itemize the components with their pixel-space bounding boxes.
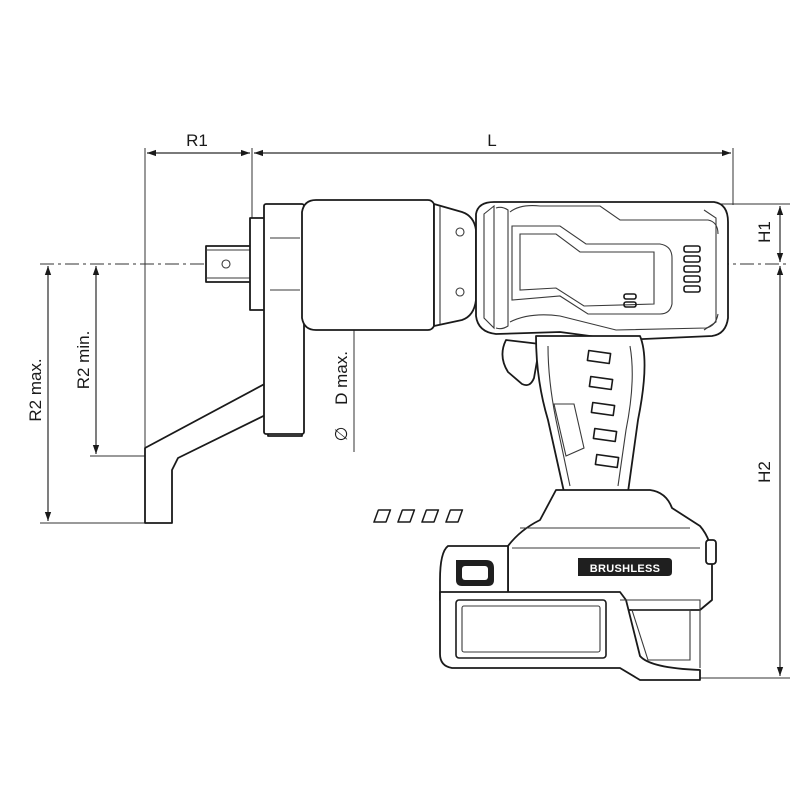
front-ring-inner (495, 206, 509, 330)
motor-body-outline (475, 201, 729, 341)
h1-label: H1 (755, 221, 774, 243)
diameter-symbol: ∅ (332, 427, 351, 442)
brushless-badge: BRUSHLESS (578, 558, 672, 576)
led-indicator (683, 265, 701, 273)
handle (535, 335, 646, 493)
l-label: L (487, 131, 496, 150)
led-indicator (683, 275, 701, 283)
motor-rear (703, 209, 717, 331)
grip-rib (594, 453, 620, 469)
led-indicator (683, 255, 701, 263)
handle-front-contour (547, 345, 571, 487)
grip-rib (586, 349, 612, 365)
battery-label-window (455, 599, 607, 659)
motor-housing (475, 201, 729, 341)
r2-max-label: R2 max. (26, 358, 45, 421)
h2-label: H2 (755, 461, 774, 483)
r1-label: R1 (186, 131, 208, 150)
d-max-label: D max. (332, 351, 351, 405)
grip-rib (588, 375, 614, 391)
battery-mount: BRUSHLESS (373, 489, 717, 611)
battery-label-window-inner (461, 605, 601, 653)
led-indicator-panel (623, 245, 701, 308)
gearbox-body (301, 199, 435, 331)
retaining-pin (221, 259, 231, 269)
grip-rib (592, 427, 618, 443)
handle-rear-contour (617, 345, 633, 487)
vent-slot (445, 509, 464, 523)
vent-slot (397, 509, 416, 523)
battery-pack (439, 545, 701, 681)
square-drive (205, 245, 255, 283)
brushless-badge-background (578, 558, 672, 576)
motor-side-panel (511, 225, 673, 315)
front-ring (483, 204, 495, 330)
gearbox-screw (455, 287, 465, 297)
brushless-label: BRUSHLESS (590, 563, 661, 575)
gearbox-housing (301, 199, 477, 331)
led-indicator (683, 245, 701, 253)
r2-min-label: R2 min. (74, 331, 93, 390)
handle-outline (535, 335, 646, 493)
motor-side-panel-inner (519, 233, 655, 307)
vent-slot (373, 509, 392, 523)
grip-rib (590, 401, 616, 417)
trigger (501, 339, 541, 387)
vent-slot (421, 509, 440, 523)
motor-top-contour (509, 205, 719, 235)
gearbox-screw (455, 227, 465, 237)
side-button (705, 539, 717, 565)
handle-side-detail (553, 403, 585, 457)
battery-release-button-face (462, 566, 488, 580)
mode-indicator (623, 293, 637, 300)
led-indicator (683, 285, 701, 293)
mode-indicator (623, 301, 637, 308)
battery-rear-contour (620, 599, 701, 668)
battery-rear-panel (631, 609, 691, 661)
